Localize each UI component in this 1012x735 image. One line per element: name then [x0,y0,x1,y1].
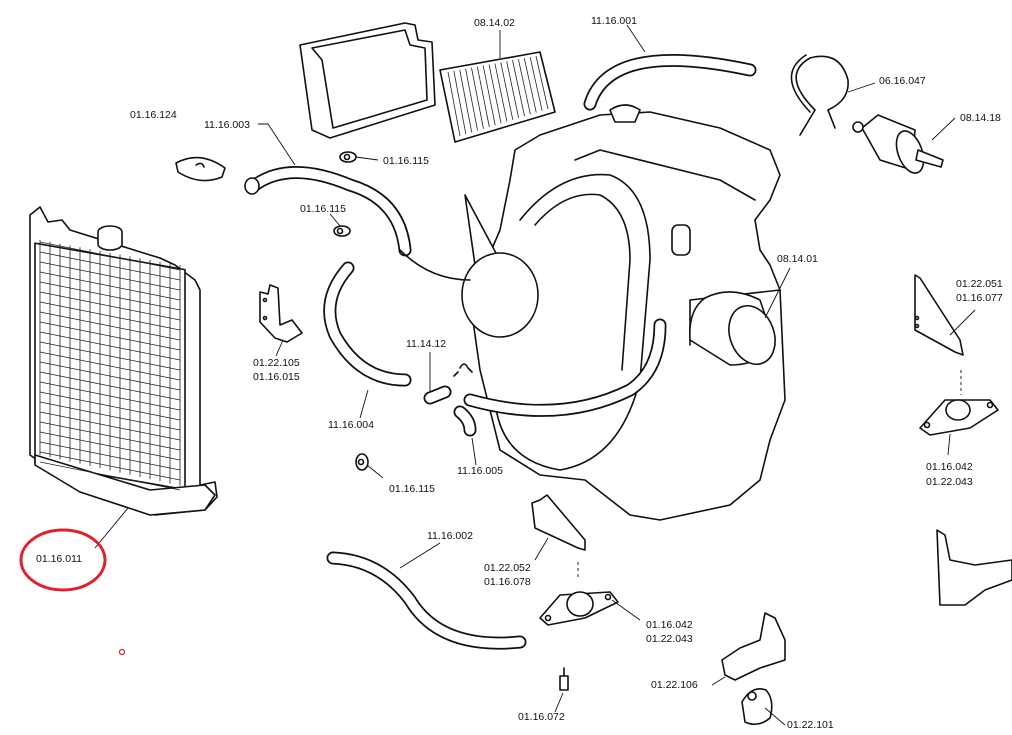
filter-pleat [482,65,496,126]
filter-pleat [453,70,467,135]
label-left-bracket-b[interactable]: 01.16.015 [253,371,300,383]
connector-part[interactable] [423,363,473,405]
radiator-tube [39,411,181,441]
radiator-tube [39,371,181,401]
hose-clip-top-part[interactable] [339,151,357,163]
gearbox-bracket-part[interactable] [721,612,786,681]
label-connector[interactable]: 11.14.12 [406,338,446,350]
short-hose-part[interactable] [455,407,475,435]
filter-pleat [447,71,461,137]
label-right-mount-b[interactable]: 01.22.043 [926,476,973,488]
filter-pleat [476,66,490,128]
rubber-mount-part[interactable] [741,688,773,726]
filter-pleat [465,68,478,131]
label-lower-hose[interactable]: 11.16.004 [328,419,374,431]
bottom-hose-part[interactable] [328,553,525,648]
radiator-tube [39,291,181,321]
filter-pleat [471,67,484,129]
label-left-bracket-a[interactable]: 01.22.105 [253,357,300,369]
label-stud[interactable]: 01.16.072 [518,711,565,723]
radiator-tube [39,321,181,351]
fuel-filter-part[interactable] [852,114,944,177]
highlight-circle [19,528,107,592]
radiator-cap-part[interactable] [175,156,226,182]
label-short-hose[interactable]: 11.16.005 [457,465,503,477]
radiator-tube [39,391,181,421]
hose-clamp-part[interactable] [790,54,849,136]
upper-hose-part[interactable] [250,167,410,255]
label-oil-filter[interactable]: 08.14.01 [777,253,818,265]
cursor-marker [118,648,126,656]
radiator-tube [39,261,181,291]
radiator-tube [39,361,181,391]
oil-filter-part[interactable] [688,291,783,371]
right-bracket-part[interactable] [914,274,964,356]
radiator-tube [39,441,181,471]
filter-pleat [459,69,473,133]
radiator-tube [39,431,181,461]
radiator-tube [39,341,181,371]
radiator-tube [39,281,181,311]
label-bottom-hose[interactable]: 11.16.002 [427,530,473,542]
label-fuel-filter[interactable]: 08.14.18 [960,112,1001,124]
radiator-tube [39,301,181,331]
label-hose-clip-mid[interactable]: 01.16.115 [300,203,346,215]
radiator-tube [39,331,181,361]
left-bracket-part[interactable] [259,284,303,343]
filter-pleat [500,62,514,120]
label-right-bracket-b[interactable]: 01.16.077 [956,292,1003,304]
far-right-bracket-part [936,529,1012,606]
air-filter-element-part[interactable] [439,51,556,143]
lower-hose-part[interactable] [325,263,410,385]
stud-part[interactable] [559,667,569,691]
radiator-tube [39,451,181,481]
air-filter-housing-part[interactable] [299,22,436,139]
radiator-tube [39,461,181,491]
radiator-tube [39,241,181,271]
breather-hose-part[interactable] [585,55,755,109]
filter-pleat [488,64,502,124]
filter-pleat [518,59,531,115]
center-mount-part[interactable] [539,591,619,626]
label-hose-clip-top[interactable]: 01.16.115 [383,155,429,167]
radiator-tube [39,421,181,451]
label-gearbox-bracket[interactable]: 01.22.106 [651,679,698,691]
filter-pleat [529,56,543,111]
filter-pleat [512,60,525,117]
center-bracket-part[interactable] [531,494,586,551]
label-rubber-mount[interactable]: 01.22.101 [787,719,834,731]
label-air-filter[interactable]: 08.14.02 [474,17,515,29]
label-hose-clamp[interactable]: 06.16.047 [879,75,926,87]
label-radiator[interactable]: 01.16.011 [36,553,82,565]
label-right-mount-a[interactable]: 01.16.042 [926,461,973,473]
filter-pleat [535,55,549,110]
filter-pleat [494,63,508,122]
hose-clip-mid-part[interactable] [333,225,351,237]
label-upper-hose[interactable]: 11.16.003 [204,119,250,131]
right-mount-part[interactable] [919,399,999,436]
label-right-bracket-a[interactable]: 01.22.051 [956,278,1003,290]
radiator-tube [39,271,181,301]
engine-return-hose [465,320,665,416]
filter-pleat [523,58,537,113]
label-center-bracket-a[interactable]: 01.22.052 [484,562,531,574]
radiator-tube [39,401,181,431]
radiator-tube [39,311,181,341]
radiator-grid [39,240,181,491]
radiator-tube [39,251,181,281]
label-hose-clip-low[interactable]: 01.16.115 [389,483,435,495]
filter-pleat [506,61,520,119]
label-center-mount-b[interactable]: 01.22.043 [646,633,693,645]
radiator-tube [39,351,181,381]
label-center-bracket-b[interactable]: 01.16.078 [484,576,531,588]
radiator-tube [39,381,181,411]
label-breather-hose[interactable]: 11.16.001 [591,15,637,27]
label-center-mount-a[interactable]: 01.16.042 [646,619,693,631]
label-radiator-cap[interactable]: 01.16.124 [130,109,177,121]
hose-clip-low-part[interactable] [355,453,369,471]
